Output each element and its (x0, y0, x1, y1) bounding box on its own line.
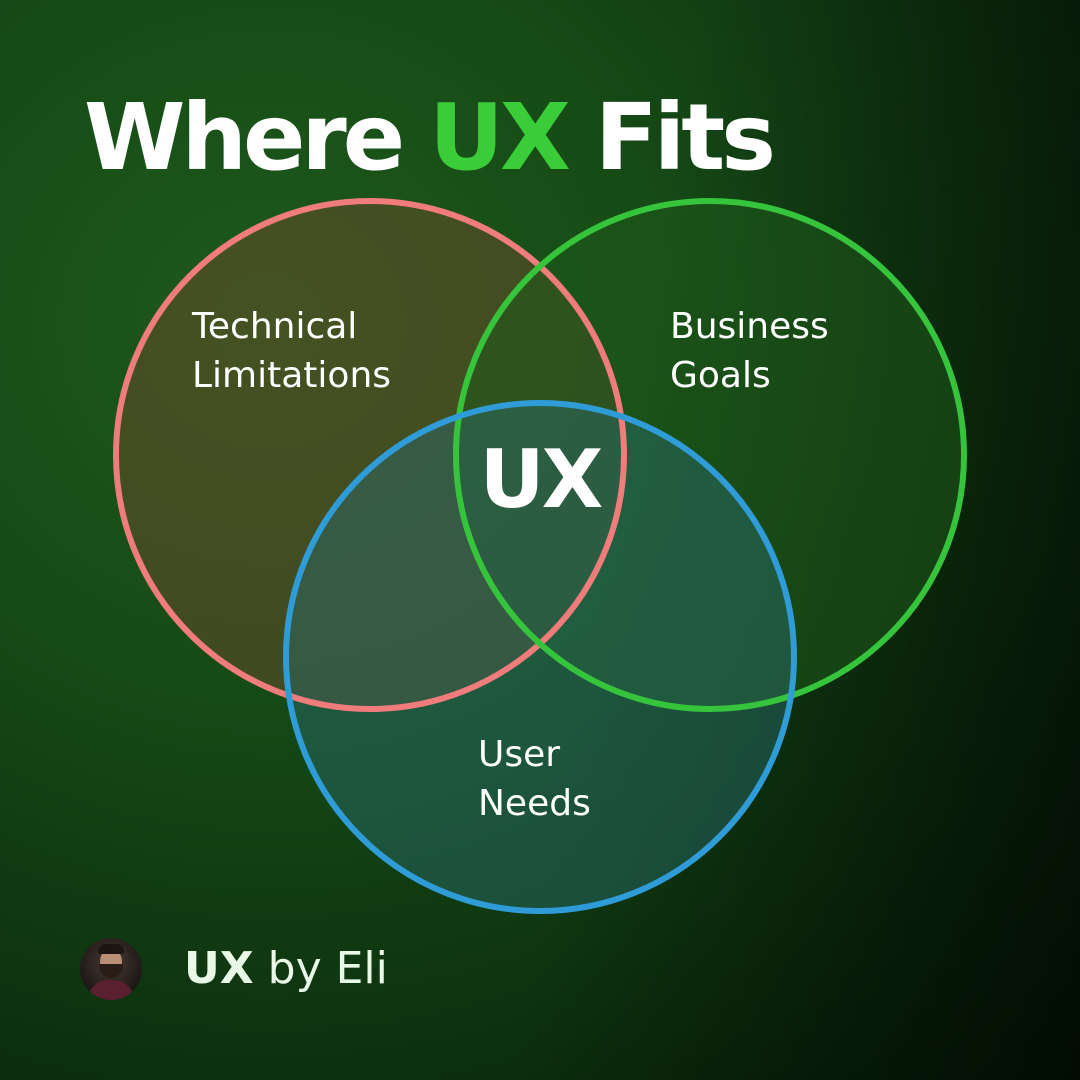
page-title: Where UX Fits (84, 92, 776, 184)
business-circle (453, 198, 967, 712)
author-footer: UX by Eli (80, 938, 388, 1000)
business-goals-label: Business Goals (670, 306, 829, 396)
title-prefix: Where (84, 84, 405, 191)
technical-circle (113, 198, 627, 712)
user-needs-label: User Needs (478, 734, 591, 824)
author-brand: UX (184, 943, 254, 994)
author-name: by Eli (267, 943, 388, 994)
user-circle (283, 400, 797, 914)
circle-outlines (113, 198, 967, 914)
circle-fills (116, 201, 964, 911)
title-suffix: Fits (594, 84, 776, 191)
technical-limitations-label: Technical Limitations (192, 306, 392, 396)
business-circle-fill (456, 201, 964, 709)
avatar (80, 938, 142, 1000)
center-ux-label: UX (479, 433, 604, 526)
user-circle-fill (286, 403, 794, 911)
author-label: UX by Eli (184, 947, 388, 991)
title-highlight: UX (429, 84, 571, 191)
